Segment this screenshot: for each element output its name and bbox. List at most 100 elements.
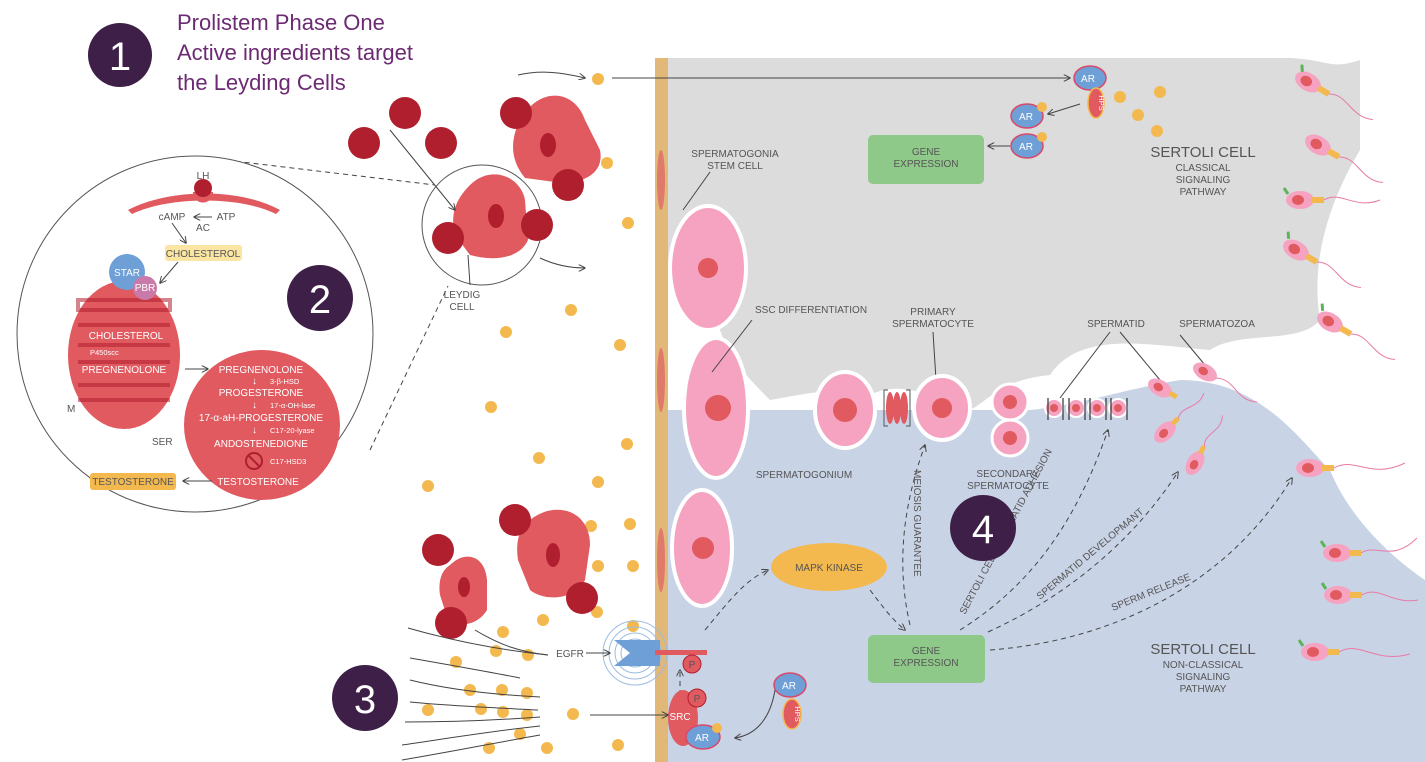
ar-low-label: AR <box>695 733 709 744</box>
cell-nucleus <box>692 537 714 559</box>
cholesterol-box <box>165 245 242 261</box>
hps-protein <box>782 698 802 730</box>
primary-label-1: PRIMARY <box>910 307 956 318</box>
testosterone-box <box>90 473 176 490</box>
ser-testosterone: TESTOSTERONE <box>217 477 299 488</box>
sertoli-top-sub3: PATHWAY <box>1180 187 1227 198</box>
smooth-er <box>184 350 340 500</box>
title-line-2: Active ingredients target <box>177 40 413 65</box>
ligand <box>1037 102 1047 112</box>
ser-label: SER <box>152 437 173 448</box>
lh-hormone <box>425 127 457 159</box>
stem-cell-label-2: STEM CELL <box>707 161 763 172</box>
gene-expression-bottom <box>868 635 985 683</box>
hsd3b-label: 3-β-HSD <box>270 377 300 386</box>
phosphate-p2 <box>687 688 707 708</box>
ar-receptor-bound <box>685 724 721 750</box>
cell-nucleus <box>1003 431 1017 445</box>
leydig-nucleus <box>488 204 504 228</box>
mitochondrion-cristae <box>76 298 172 402</box>
mito-cholesterol: CHOLESTEROL <box>89 331 164 342</box>
egfr-label: EGFR <box>556 649 584 660</box>
lh-hormone <box>422 534 454 566</box>
p1-label: P <box>689 660 696 671</box>
mito-pregnenolone: PREGNENOLONE <box>82 365 167 376</box>
ar-receptor <box>1010 133 1044 159</box>
star-label: STAR <box>114 268 140 279</box>
spermatogonium-label: SPERMATOGONIUM <box>756 470 852 481</box>
step-badge-4 <box>950 495 1016 561</box>
gene-expression-top <box>868 135 984 184</box>
sertoli-bottom-sub1: NON-CLASSICAL <box>1163 660 1244 671</box>
membrane-cell <box>657 528 665 592</box>
p2-label: P <box>694 694 701 705</box>
sertoli-bottom-sub2: SIGNALING <box>1176 672 1231 683</box>
cell-nucleus <box>1003 395 1017 409</box>
primary-label-2: SPERMATOCYTE <box>892 319 974 330</box>
meiosis-label: MEIOSIS GUARANTEE <box>911 470 922 577</box>
lh-hormone <box>500 97 532 129</box>
phosphate-p1 <box>682 654 702 674</box>
sertoli-cell-top-region <box>665 58 1360 410</box>
gene-bottom-line1: GENE <box>912 646 941 657</box>
src-label: SRC <box>669 712 690 723</box>
lh-molecule <box>194 179 212 197</box>
egfr-tail <box>655 650 707 655</box>
lh-hormone <box>521 209 553 241</box>
sertoli-bottom-lobes <box>720 419 1140 482</box>
cell-nucleus <box>705 395 731 421</box>
lh-hormone <box>552 169 584 201</box>
step-badge-2 <box>287 265 353 331</box>
step-number-1: 1 <box>109 35 131 79</box>
mapk-label: MAPK KINASE <box>795 563 863 574</box>
spermatid-label: SPERMATID <box>1087 319 1145 330</box>
pbr-protein <box>133 276 157 300</box>
spermatozoa-label: SPERMATOZOA <box>1179 319 1255 330</box>
sertoli-top-sub1: CLASSICAL <box>1175 163 1230 174</box>
down-arrow: ↓ <box>252 376 257 387</box>
ar-float-label: AR <box>782 681 796 692</box>
hps-low-label: HPS <box>793 706 802 721</box>
m-label: M <box>67 404 75 415</box>
step-number-2: 2 <box>309 278 331 322</box>
step-badge-1 <box>88 23 152 87</box>
lh-hormone <box>566 582 598 614</box>
blocked-icon <box>245 452 263 470</box>
mapk-kinase <box>771 543 887 591</box>
sperm-cells <box>1148 64 1419 661</box>
leydig-cell-top <box>513 95 601 183</box>
cholesterol-label: CHOLESTEROL <box>166 249 241 260</box>
ssc-label: SSC DIFFERENTIATION <box>755 305 867 316</box>
hps-protein <box>1087 87 1105 119</box>
stem-cell-label-1: SPERMATOGONIA <box>691 149 779 160</box>
title-line-1: Prolistem Phase One <box>177 10 385 35</box>
ohlase-label: 17-α-OH-lase <box>270 401 315 410</box>
leydig-nucleus <box>540 133 556 157</box>
dividing-cell <box>883 389 911 427</box>
sertoli-top-title: SERTOLI CELL <box>1150 144 1255 161</box>
blocked-icon-slash <box>247 454 261 468</box>
down-arrow: ↓ <box>252 400 257 411</box>
egfr-receptor <box>614 640 660 666</box>
spermatids <box>1044 398 1128 420</box>
cell-nucleus <box>833 398 857 422</box>
ser-pregnenolone: PREGNENOLONE <box>219 365 304 376</box>
step-number-3: 3 <box>354 678 376 722</box>
lh-hormone <box>348 127 380 159</box>
cell-nucleus <box>698 258 718 278</box>
ar-receptor-floating <box>773 672 807 698</box>
ar-label: AR <box>1019 142 1033 153</box>
leydig-nucleus <box>458 577 470 597</box>
lh-hormone <box>389 97 421 129</box>
camp-label: cAMP <box>159 212 186 223</box>
step-badge-3 <box>332 665 398 731</box>
leydig-label-1: LEYDIG <box>444 290 481 301</box>
lh-hormone <box>499 504 531 536</box>
secondary-label-2: SPERMATOCYTE <box>967 481 1049 492</box>
hps-label: HPS <box>1097 95 1106 110</box>
lh-hormone <box>432 222 464 254</box>
hsd3-label: C17-HSD3 <box>270 457 306 466</box>
lyase-label: C17-20-lyase <box>270 426 315 435</box>
ac-label: AC <box>196 223 210 234</box>
